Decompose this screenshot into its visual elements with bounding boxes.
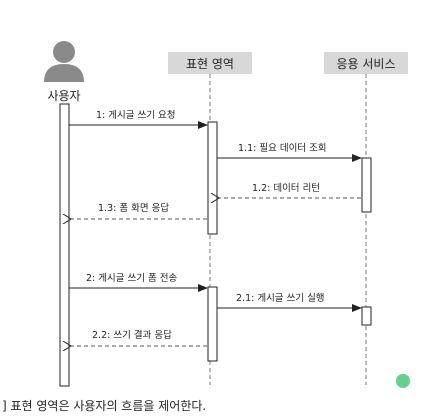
- header-presentation-label: 표현 영역: [186, 57, 234, 71]
- message-label-2-2: 2.2: 쓰기 결과 응답: [92, 329, 172, 341]
- header-presentation-box: [168, 52, 252, 74]
- actor-user-label: 사용자: [47, 89, 80, 103]
- message-label-1-2: 1.2: 데이터 리턴: [252, 183, 320, 194]
- message-label-2-1: 2.1: 게시글 쓰기 실행: [236, 292, 325, 304]
- message-label-1: 1: 게시글 쓰기 요청: [96, 110, 175, 121]
- message-label-1-1: 1.1: 필요 데이터 조회: [238, 142, 327, 154]
- activation-service-1: [361, 157, 372, 213]
- message-label-1-3: 1.3: 폼 화면 응답: [98, 202, 169, 214]
- figure-caption: ] 표현 영역은 사용자의 흐름을 제어한다.: [2, 399, 207, 413]
- activation-presentation-2: [207, 286, 218, 362]
- activation-presentation-1: [207, 121, 218, 235]
- message-label-2: 2: 게시글 쓰기 폼 전송: [86, 273, 178, 284]
- activation-user: [59, 103, 70, 387]
- green-dot-icon: [396, 374, 410, 388]
- header-service-box: [324, 52, 408, 74]
- activation-service-2: [361, 306, 372, 326]
- header-service-label: 응용 서비스: [336, 57, 395, 71]
- user-icon: [44, 41, 84, 82]
